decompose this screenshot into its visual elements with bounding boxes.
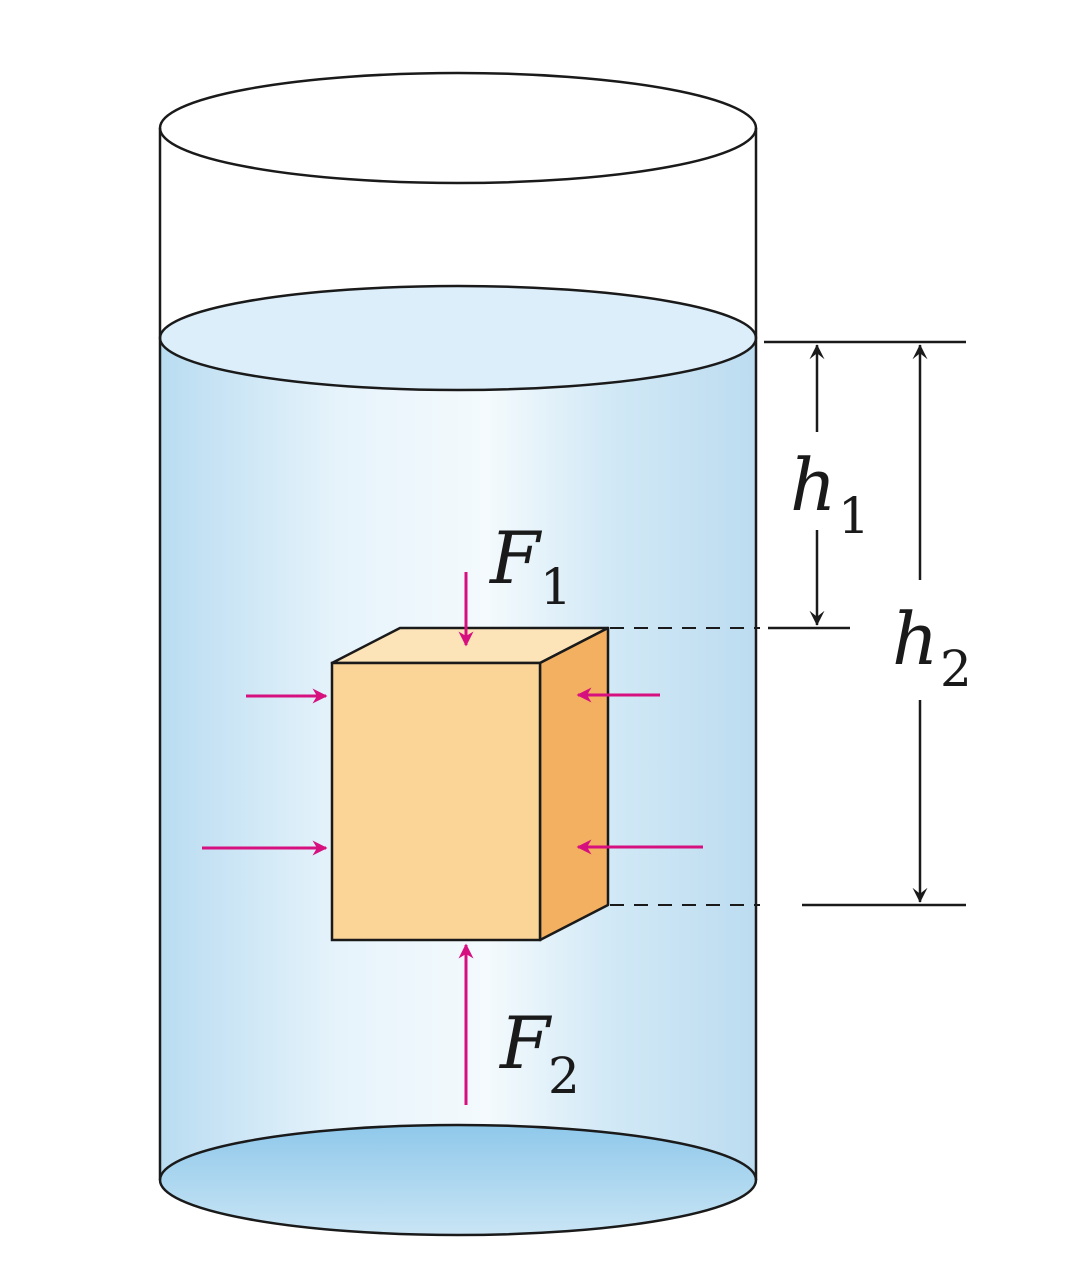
label-h1-main: h	[790, 443, 836, 527]
label-h1: h 1	[790, 443, 870, 545]
block-side-face	[538, 626, 610, 942]
label-h2-sub: 2	[940, 640, 972, 698]
label-f2-sub: 2	[548, 1047, 580, 1105]
label-h1-sub: 1	[838, 487, 870, 545]
label-f1: F 1	[488, 516, 572, 616]
block-front-face	[330, 661, 542, 942]
label-f1-sub: 1	[540, 558, 572, 616]
label-f2-main: F	[498, 1001, 553, 1085]
label-h2: h 2	[892, 597, 972, 698]
submerged-block	[330, 626, 610, 942]
container-top-rim	[158, 71, 758, 185]
container-bottom	[158, 1123, 758, 1237]
label-f2: F 2	[498, 1001, 580, 1105]
water-surface	[158, 284, 758, 392]
label-f1-main: F	[488, 516, 543, 600]
label-h2-main: h	[892, 597, 938, 681]
